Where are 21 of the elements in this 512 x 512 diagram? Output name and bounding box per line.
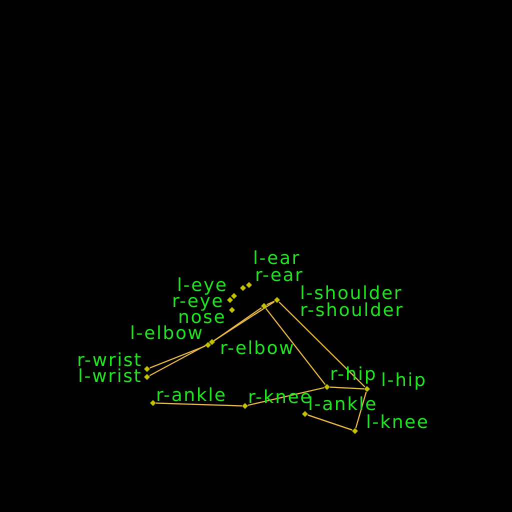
keypoint-label: l-shoulder	[300, 286, 403, 302]
skeleton-line	[150, 346, 206, 368]
skeleton-line	[330, 386, 364, 390]
skeleton-line	[278, 302, 366, 388]
keypoint-label: r-eye	[172, 294, 224, 310]
keypoint-label: r-shoulder	[300, 303, 404, 319]
skeleton-line	[308, 414, 352, 431]
skeleton-line	[214, 301, 275, 341]
keypoint-label: r-ear	[255, 268, 304, 284]
keypoint-label: l-hip	[381, 373, 427, 389]
keypoint-label: l-ear	[253, 251, 301, 267]
keypoint-label: l-elbow	[130, 326, 204, 342]
keypoint-label: l-knee	[366, 415, 430, 431]
keypoint-label: l-eye	[177, 278, 228, 294]
keypoint-label: r-ankle	[156, 388, 227, 404]
keypoint-label: r-wrist	[77, 353, 142, 369]
keypoint-label: nose	[178, 310, 226, 326]
keypoint-label: r-elbow	[220, 341, 296, 357]
skeleton-line	[265, 308, 326, 385]
skeleton-line	[156, 402, 242, 406]
keypoint-label: l-wrist	[78, 369, 142, 385]
